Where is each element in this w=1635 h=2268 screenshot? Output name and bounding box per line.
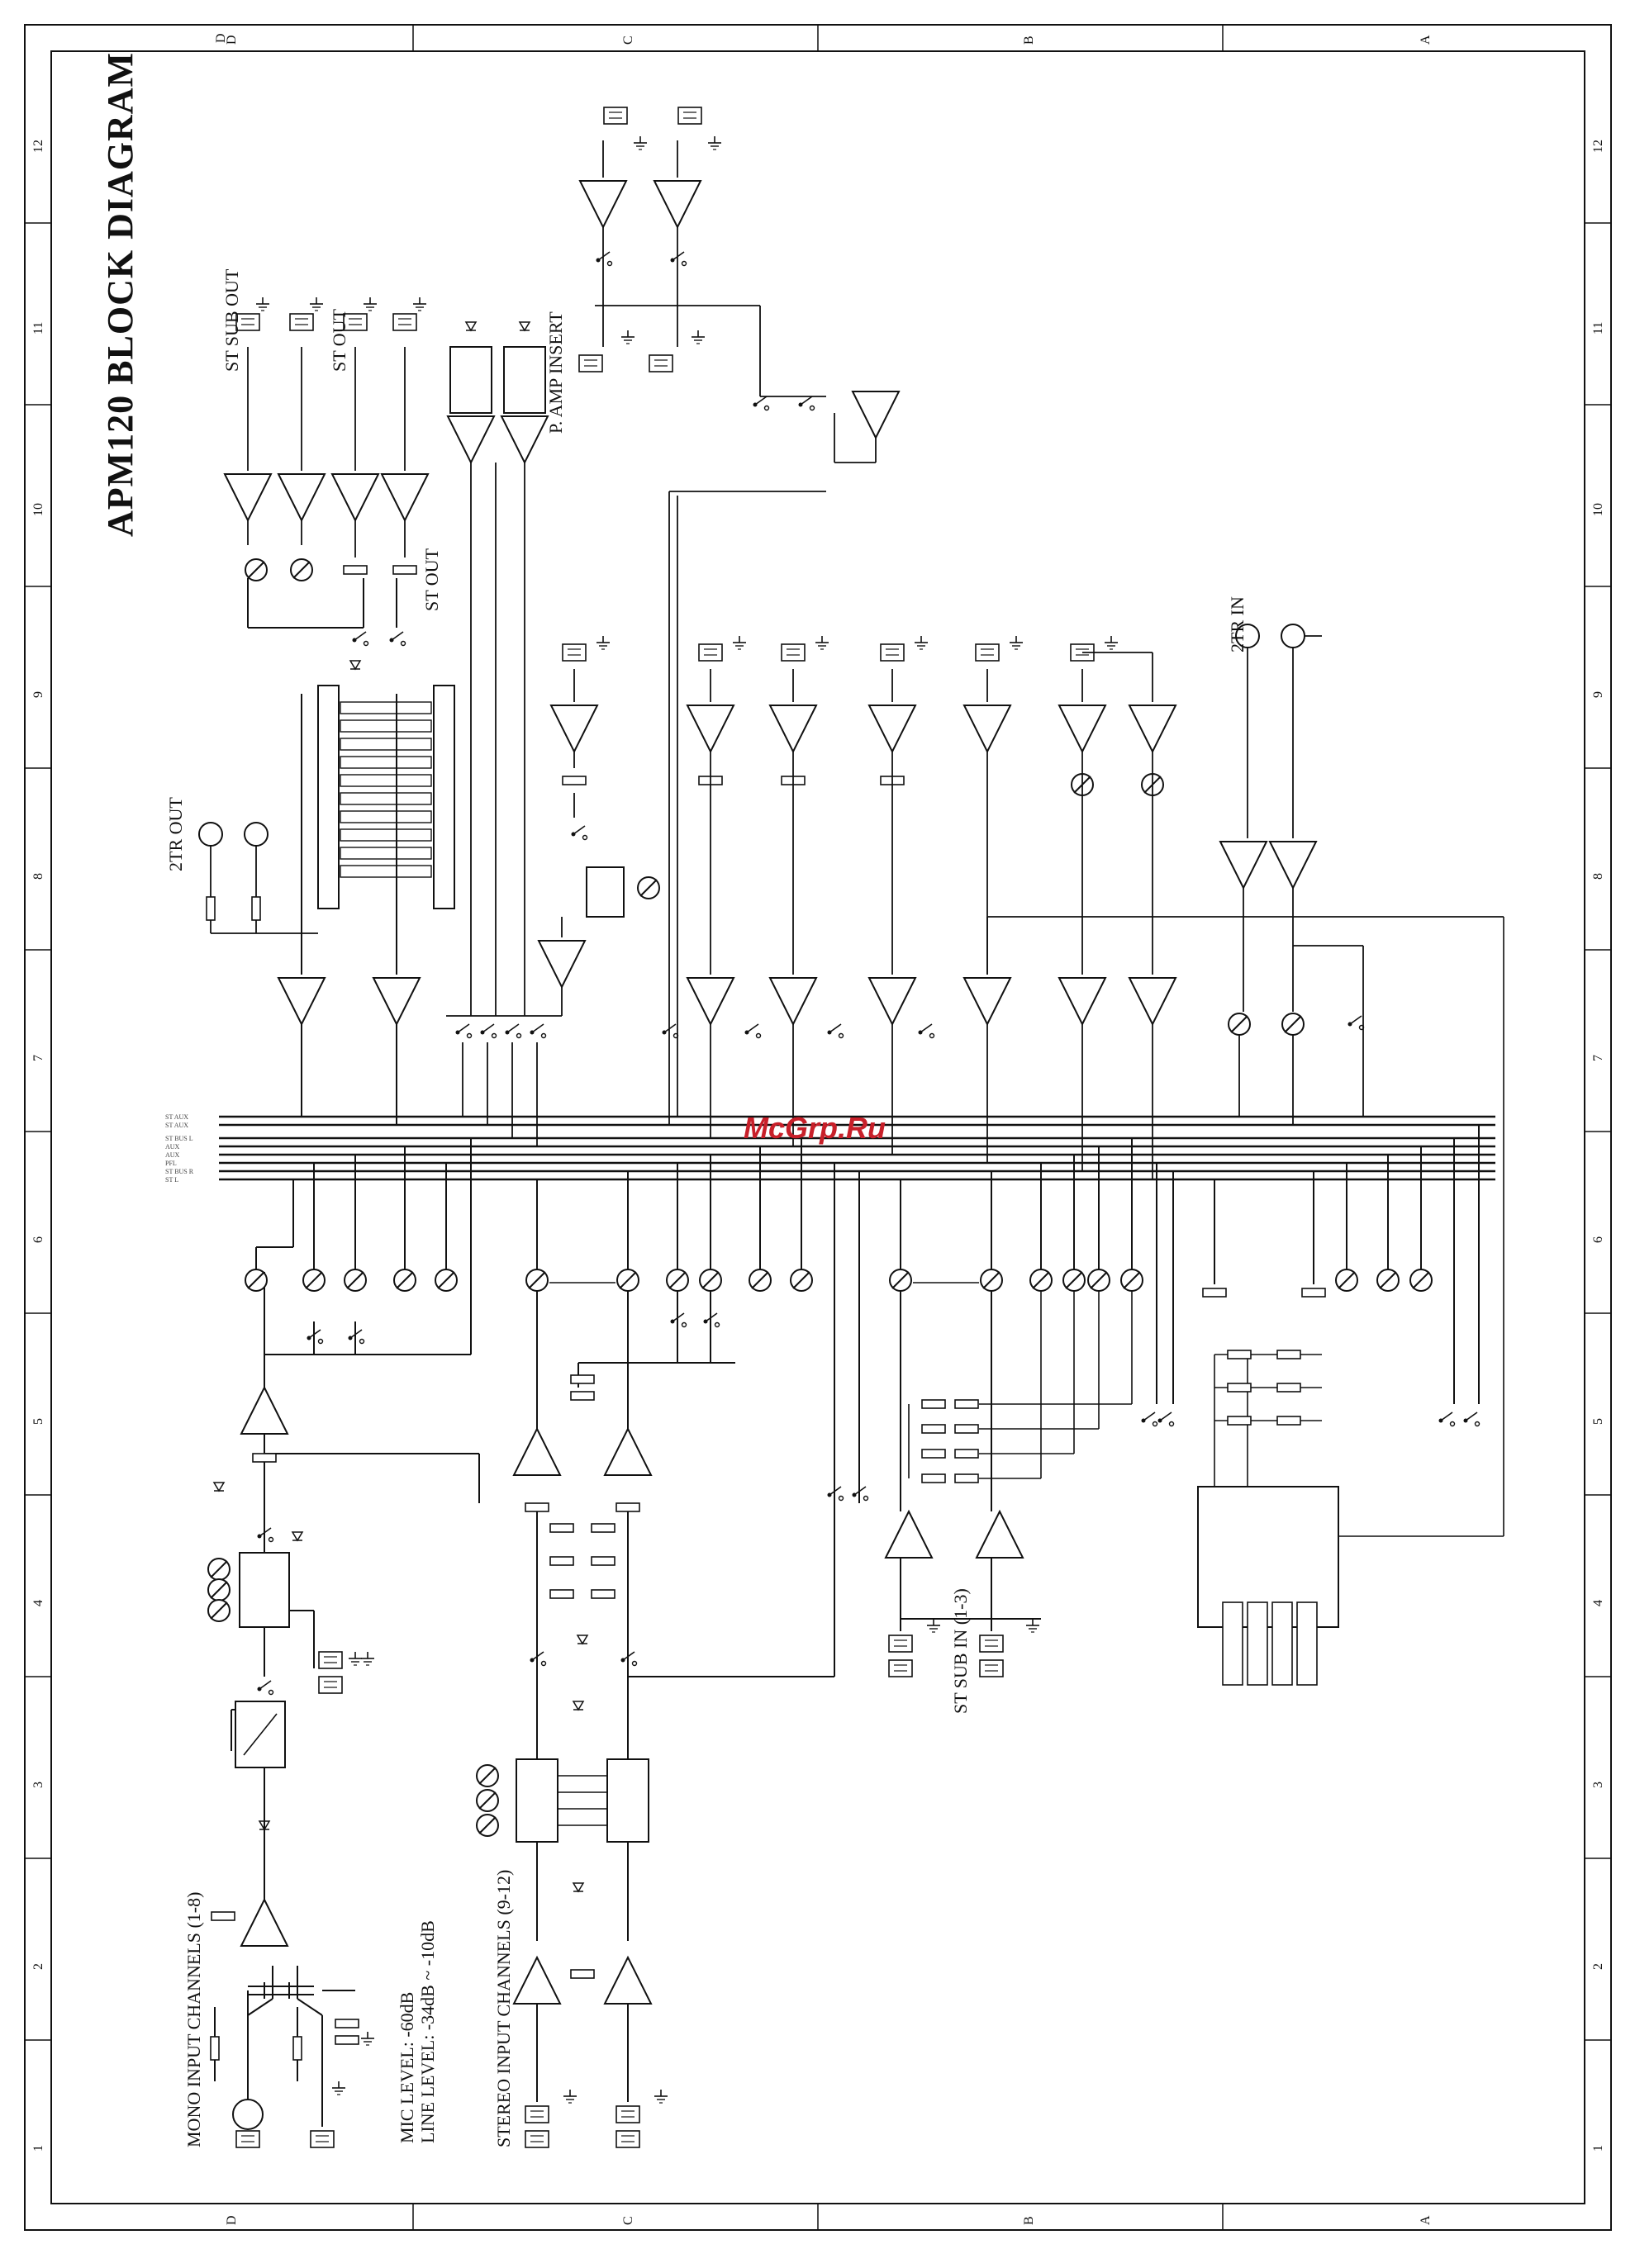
st-sub-out-label: ST SUB OUT — [221, 268, 242, 372]
watermark: McGrp.Ru — [744, 1111, 886, 1145]
zone-number-3: 3 — [31, 1782, 45, 1788]
zone-number-3-right: 3 — [1591, 1782, 1605, 1788]
mic-level-label: MIC LEVEL: -60dB — [397, 1991, 417, 2143]
zone-number-12-right: 12 — [1591, 140, 1605, 153]
st-out-top-label: ST OUT — [329, 309, 349, 372]
zone-letter-d-bottom: D — [225, 2215, 239, 2225]
zone-labels: D — [214, 33, 228, 43]
mono-input-label: MONO INPUT CHANNELS (1-8) — [183, 1891, 204, 2147]
zone-number-10-right: 10 — [1591, 503, 1605, 516]
zone-number-7: 7 — [31, 1055, 45, 1061]
zone-letter-a-top: A — [1419, 35, 1433, 45]
zone-number-11: 11 — [31, 321, 45, 335]
zone-number-8-right: 8 — [1591, 873, 1605, 880]
zone-ticks — [25, 25, 1611, 2230]
two-tr-in-label: 2TR IN — [1227, 596, 1248, 652]
zone-number-9-right: 9 — [1591, 691, 1605, 698]
zone-number-10: 10 — [31, 503, 45, 516]
zone-number-4-right: 4 — [1591, 1600, 1605, 1606]
dsp-section — [1197, 917, 1504, 1686]
zone-number-9: 9 — [31, 691, 45, 698]
p-amp-insert-label: P. AMP INSERT — [545, 311, 566, 434]
zone-letter-a-bottom: A — [1419, 2215, 1433, 2225]
svg-text:ST BUS R: ST BUS R — [165, 1168, 194, 1175]
zone-number-5-right: 5 — [1591, 1418, 1605, 1425]
zone-number-1: 1 — [31, 2145, 45, 2152]
zone-letter-d-top: D — [225, 35, 239, 45]
zone-number-12: 12 — [31, 140, 45, 153]
mono-input-channel — [207, 1138, 480, 2148]
stereo-input-label: STEREO INPUT CHANNELS (9-12) — [493, 1869, 514, 2147]
zone-number-2: 2 — [31, 1963, 45, 1970]
diagram-title: APM120 BLOCK DIAGRAM — [100, 51, 140, 537]
zone-letter-b-bottom: B — [1022, 2216, 1036, 2225]
zone-number-6-right: 6 — [1591, 1236, 1605, 1243]
zone-number-7-right: 7 — [1591, 1055, 1605, 1061]
svg-text:ST BUS L: ST BUS L — [165, 1135, 193, 1142]
line-level-label: LINE LEVEL: -34dB ~ -10dB — [417, 1920, 438, 2143]
svg-text:PFL: PFL — [165, 1160, 177, 1167]
output-section — [198, 107, 1504, 1179]
st-sub-in-section — [885, 1138, 1175, 1677]
st-out-label: ST OUT — [421, 548, 442, 611]
zone-number-5: 5 — [31, 1418, 45, 1425]
zone-letter-c-top: C — [621, 36, 635, 45]
svg-text:ST L: ST L — [165, 1176, 178, 1184]
zone-letter-c-bottom: C — [621, 2216, 635, 2225]
zone-number-2-right: 2 — [1591, 1963, 1605, 1970]
zone-number-4: 4 — [31, 1600, 45, 1606]
svg-text:AUX: AUX — [165, 1143, 180, 1151]
zone-number-11-right: 11 — [1591, 321, 1605, 335]
svg-text:D: D — [214, 33, 228, 43]
svg-text:ST AUX: ST AUX — [165, 1122, 188, 1129]
stereo-input-channel — [476, 1138, 869, 2148]
mix-bus-lines — [219, 1115, 1495, 1181]
zone-number-6: 6 — [31, 1236, 45, 1243]
zone-number-8: 8 — [31, 873, 45, 880]
zone-number-1-right: 1 — [1591, 2145, 1605, 2152]
svg-text:AUX: AUX — [165, 1151, 180, 1159]
st-sub-in-label: ST SUB IN (1-3) — [950, 1588, 971, 1714]
two-tr-out-label: 2TR OUT — [165, 797, 186, 871]
zone-letter-b-top: B — [1022, 36, 1036, 45]
svg-text:ST AUX: ST AUX — [165, 1113, 188, 1121]
